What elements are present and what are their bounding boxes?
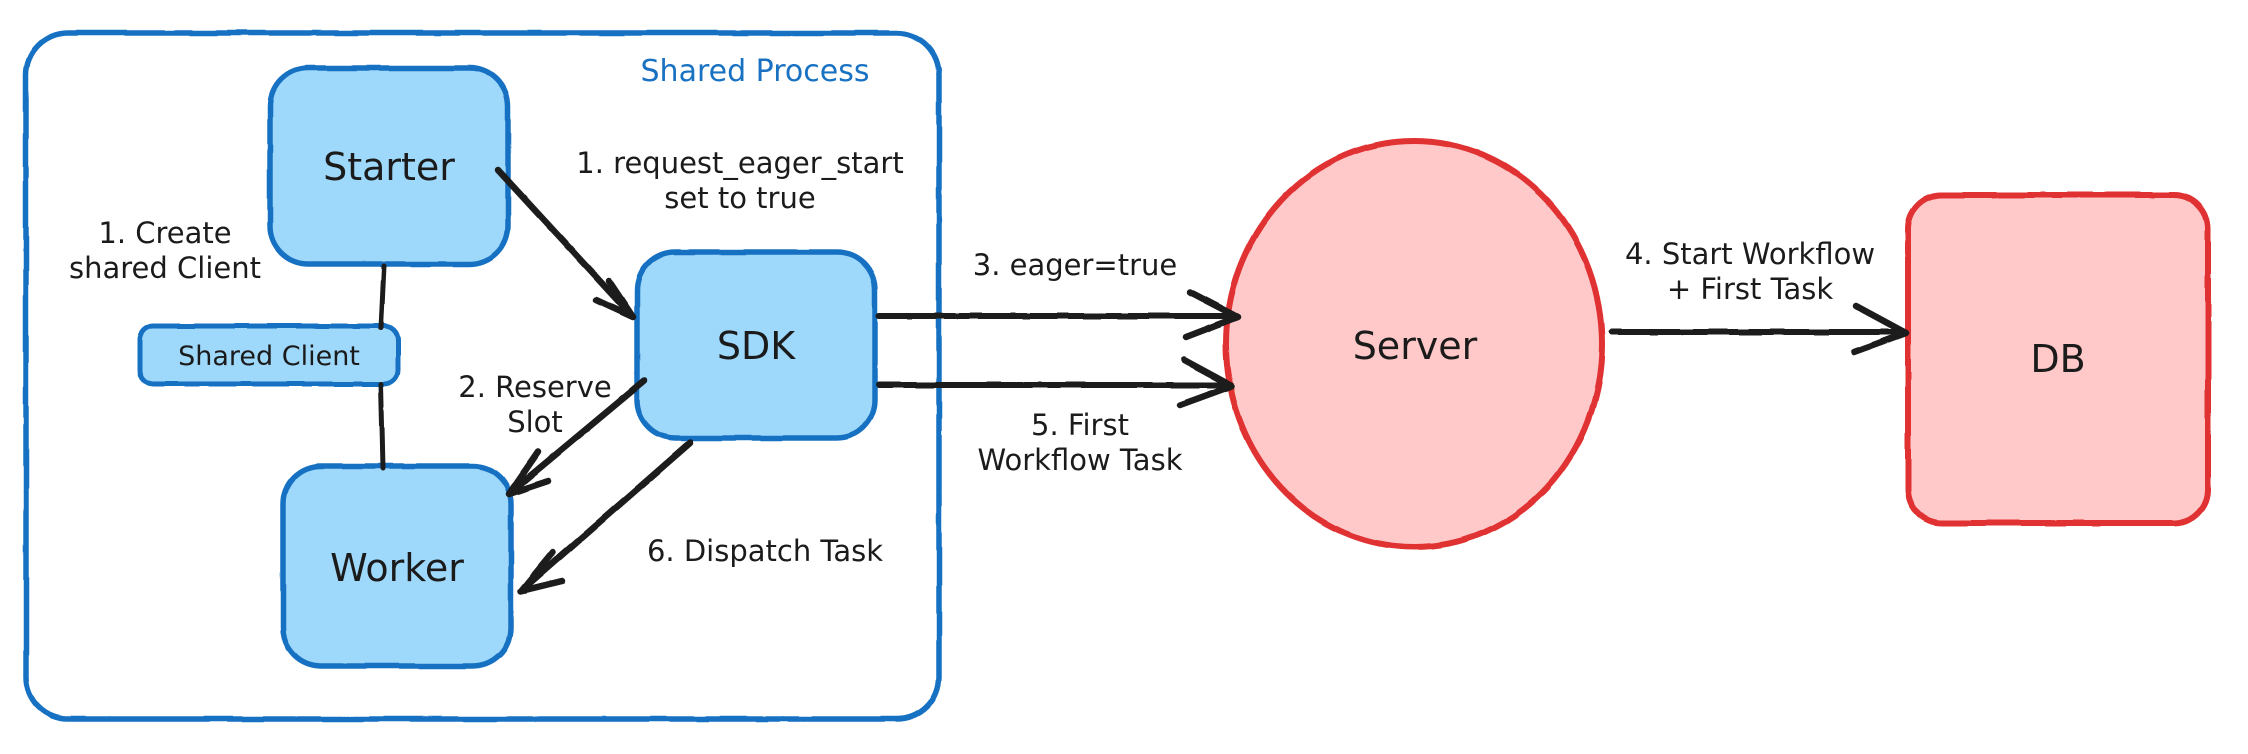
arrowhead-server-db <box>1850 302 1910 356</box>
sdk-node-shape <box>634 249 878 441</box>
edge-sdk-worker-dispatch <box>520 439 694 592</box>
worker-node-shape <box>280 463 514 669</box>
arrowhead-sdk-worker-reserve <box>505 448 552 498</box>
server-node[interactable] <box>1226 141 1602 547</box>
edge-shared-client-worker <box>378 381 386 471</box>
edge-sdk-worker-reserve <box>508 377 648 495</box>
shared-process-group[interactable] <box>26 33 939 719</box>
arrowhead-sdk-worker-dispatch <box>517 548 566 595</box>
starter-node-shape <box>267 65 511 267</box>
shared-process-group-shape <box>23 30 942 722</box>
shared-client-node-shape <box>137 323 401 387</box>
db-node[interactable] <box>1908 195 2208 523</box>
arrowhead-sdk-server-eager <box>1182 288 1242 341</box>
edge-starter-shared-client <box>378 263 387 331</box>
db-node-shape <box>1905 192 2211 526</box>
arrowhead-starter-sdk <box>592 277 637 321</box>
edge-starter-sdk <box>494 166 635 319</box>
arrowhead-sdk-server-first-task <box>1176 356 1236 409</box>
server-node-shape <box>1223 138 1605 550</box>
